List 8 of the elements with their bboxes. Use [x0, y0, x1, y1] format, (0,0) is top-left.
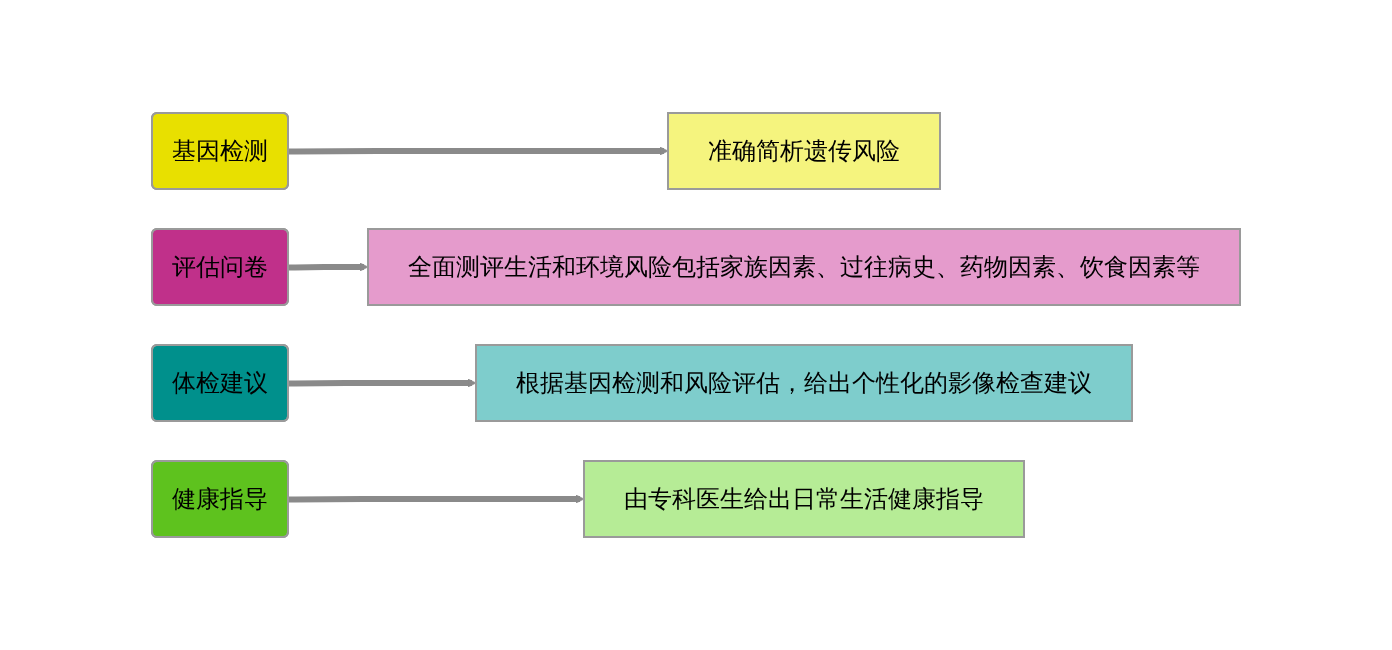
node-box: 全面测评生活和环境风险包括家族因素、过往病史、药物因素、饮食因素等 [367, 228, 1241, 306]
node-box: 由专科医生给出日常生活健康指导 [583, 460, 1025, 538]
arrow [288, 146, 669, 156]
arrow [288, 494, 585, 504]
node-box: 准确简析遗传风险 [667, 112, 941, 190]
arrow [288, 378, 477, 388]
arrow [288, 262, 369, 272]
node-box: 根据基因检测和风险评估，给出个性化的影像检查建议 [475, 344, 1133, 422]
